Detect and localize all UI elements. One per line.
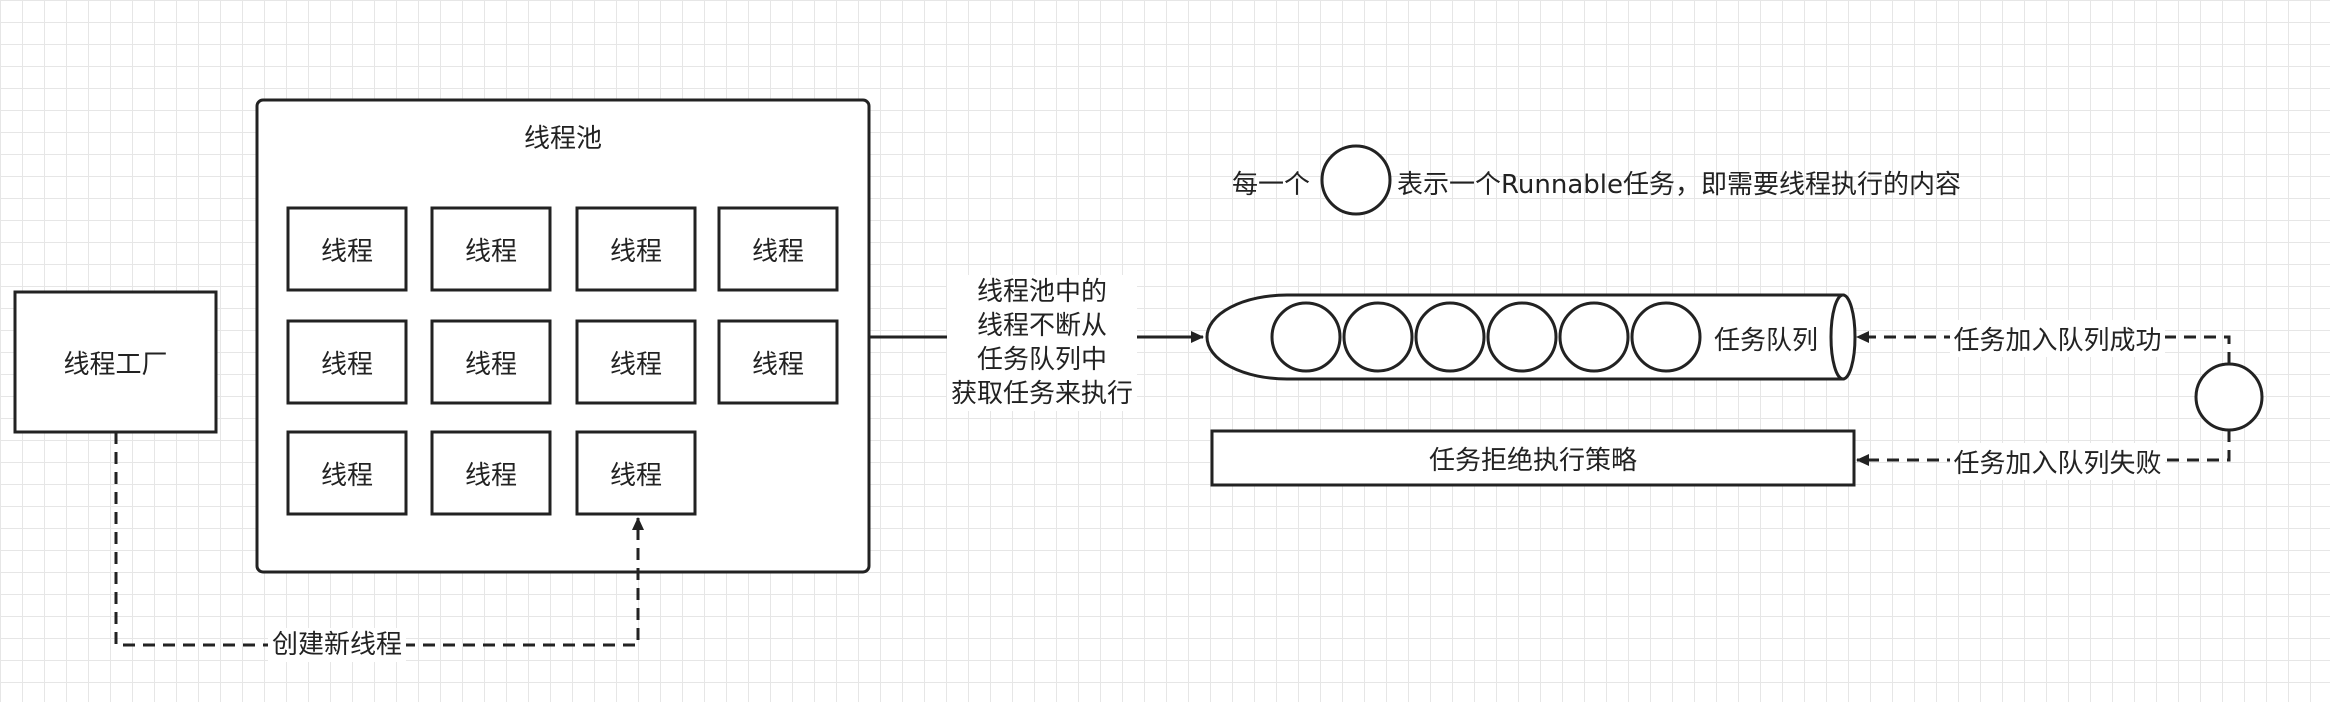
fetch-task-label-line: 线程不断从 — [976, 311, 1107, 341]
task-queue-label: 任务队列 — [1713, 326, 1818, 356]
queued-task-circle — [1558, 301, 1630, 373]
thread-boxes — [286, 206, 839, 516]
thread-label: 线程 — [609, 460, 662, 491]
reject-policy-box — [1210, 429, 1856, 487]
thread-box — [575, 430, 697, 516]
thread-label: 线程 — [609, 236, 662, 267]
thread-label: 线程 — [464, 349, 517, 380]
thread-pool-title: 线程池 — [523, 124, 602, 154]
thread-box — [430, 430, 552, 516]
legend-task-circle — [1320, 144, 1392, 216]
queued-task-circle — [1486, 301, 1558, 373]
fetch-task-label-line: 线程池中的 — [976, 277, 1107, 307]
thread-box — [430, 206, 552, 292]
thread-label: 线程 — [464, 460, 517, 491]
create-thread-arrow — [114, 432, 644, 647]
create-thread-label: 创建新线程 — [268, 628, 406, 662]
fetch-task-label-line: 任务队列中 — [976, 345, 1107, 375]
thread-box — [286, 430, 408, 516]
thread-label: 线程 — [320, 460, 373, 491]
thread-label: 线程 — [320, 349, 373, 380]
reject-policy-label: 任务拒绝执行策略 — [1428, 445, 1637, 476]
thread-box — [717, 206, 839, 292]
thread-box — [575, 206, 697, 292]
thread-label: 线程 — [320, 236, 373, 267]
legend-suffix: 表示一个Runnable任务，即需要线程执行的内容 — [1397, 170, 1961, 200]
queued-task-circle — [1630, 301, 1702, 373]
incoming-task-circle — [2194, 362, 2264, 432]
fetch-task-label-line: 获取任务来执行 — [950, 379, 1133, 409]
enqueue-success-label: 任务加入队列成功 — [1950, 320, 2165, 357]
enqueue-fail-label: 任务加入队列失败 — [1950, 443, 2165, 480]
thread-label: 线程 — [751, 236, 804, 267]
fail-arrow — [1856, 430, 2231, 466]
queued-task-circle — [1270, 301, 1342, 373]
thread-label: 线程 — [609, 349, 662, 380]
thread-box — [286, 206, 408, 292]
queued-task-circle — [1342, 301, 1414, 373]
success-arrow — [1856, 331, 2231, 364]
thread-label: 线程 — [751, 349, 804, 380]
queued-task-circle — [1414, 301, 1486, 373]
thread-label: 线程 — [464, 236, 517, 267]
thread-box — [430, 319, 552, 405]
thread-box — [286, 319, 408, 405]
thread-factory-label: 线程工厂 — [63, 349, 168, 380]
thread-factory-box — [13, 290, 218, 434]
fetch-task-label: 线程池中的 线程不断从 任务队列中 获取任务来执行 — [947, 275, 1137, 411]
thread-box — [717, 319, 839, 405]
legend-prefix: 每一个 — [1232, 170, 1311, 200]
queued-tasks — [1270, 301, 1702, 373]
thread-box — [575, 319, 697, 405]
